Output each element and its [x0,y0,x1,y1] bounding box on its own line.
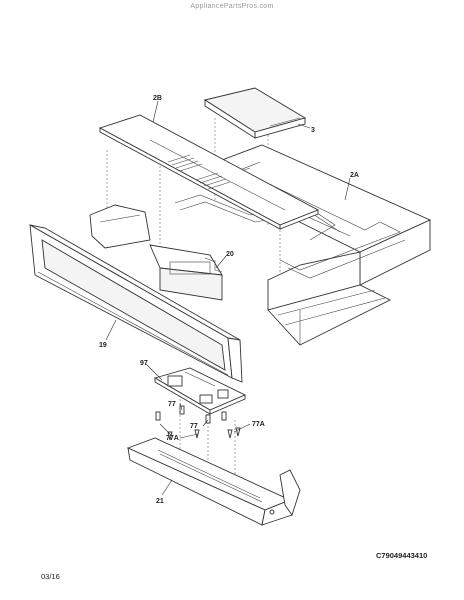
label-21: 21 [156,498,164,505]
part-2A-panel-housing [89,144,432,346]
top-cover-vents [167,154,231,190]
label-77A-right: 77A [252,421,265,428]
label-77-upper: 77 [168,401,176,408]
part-21-bracket [126,437,301,526]
label-19: 19 [99,342,107,349]
part-2B-top-cover [98,114,320,230]
watermark: AppliancePartsPros.com [190,3,274,10]
label-2A: 2A [350,172,359,179]
part-3-filter [203,87,307,139]
part-97-control-board [153,367,247,415]
label-3: 3 [311,127,315,134]
label-97: 97 [140,360,148,367]
label-77-lower: 77 [190,423,198,430]
label-77A-left: 77A [166,435,179,442]
part-19-control-frame [29,224,243,383]
diagram-code: C79049443410 [376,551,428,560]
leader-lines [105,100,351,496]
part-20-display-board [149,244,223,301]
label-2B: 2B [153,95,162,102]
revision-date: 03/16 [41,572,60,581]
label-20: 20 [226,251,234,258]
